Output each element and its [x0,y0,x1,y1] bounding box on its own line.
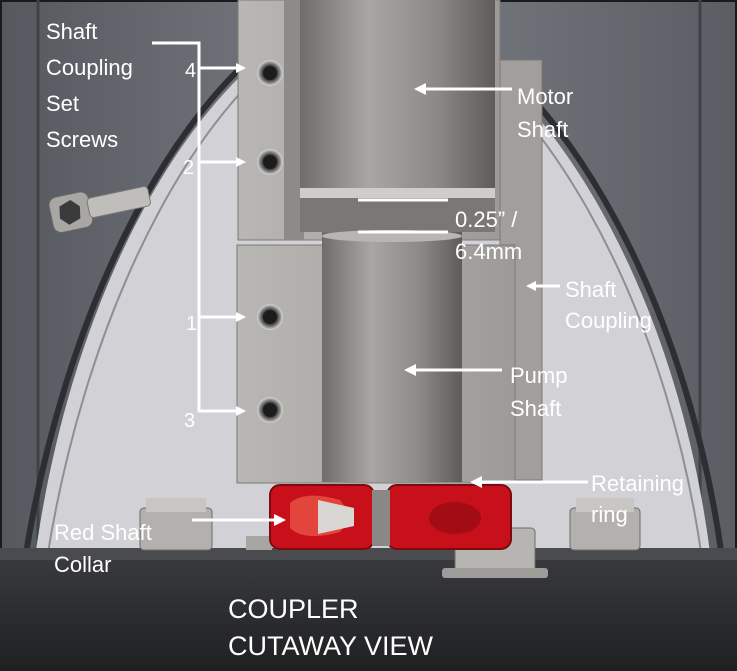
screw-number-2: 2 [183,157,195,179]
pump-shaft [322,232,462,482]
red-shaft-collar-label: Red Shaft Collar [54,520,152,577]
gap-measurement-label: 0.25” / 6.4mm [455,207,523,264]
socket-head-cap-screw-icon [48,186,151,233]
screw-number-3: 3 [184,410,196,432]
annotation-arrows [152,41,588,522]
screw-number-4: 4 [185,60,197,82]
cone-shell [15,0,731,611]
pump-shaft-label: Pump Shaft [510,363,568,421]
motor-shaft [300,0,495,195]
set-screw-hole-icon [257,60,283,423]
red-shaft-collar [269,484,512,550]
base-platform [0,552,737,671]
motor-shaft-label: Motor Shaft [517,84,574,142]
set-screws-label: Shaft Coupling Set Screws [46,19,133,152]
retaining-ring-label: Retaining ring [591,471,684,527]
arrowheads [236,63,536,526]
screw-number-1: 1 [186,313,198,335]
hex-nut-icon [139,498,641,578]
view-title: COUPLER CUTAWAY VIEW [228,594,434,661]
shaft-coupling-label: Shaft Coupling [565,277,652,333]
